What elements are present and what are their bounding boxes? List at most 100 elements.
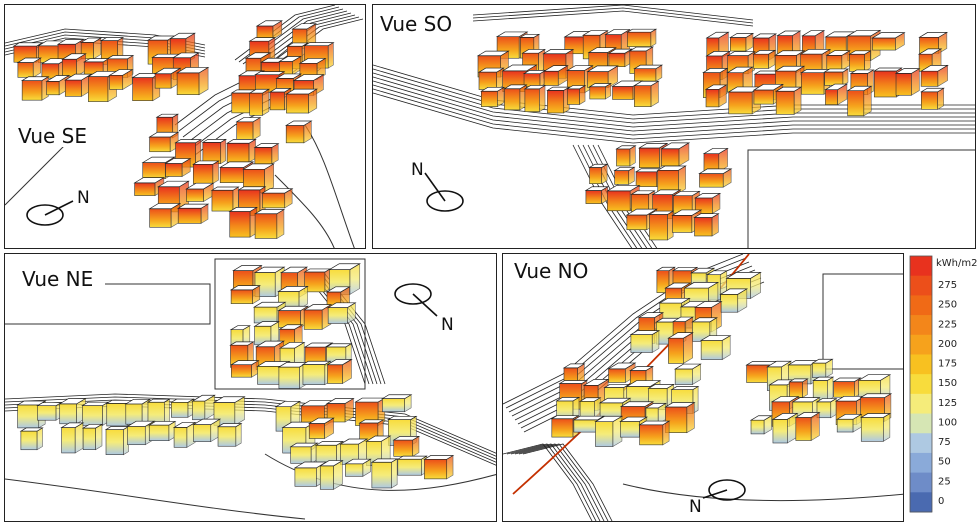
building [825,50,851,71]
terrain-contour [472,10,754,27]
parcel-outline [822,273,903,370]
building [172,421,197,448]
terrain-contour [503,254,744,405]
building [871,32,906,51]
legend-swatch [910,295,932,316]
road-line [5,144,66,206]
terrain-contour [503,443,593,521]
building [719,288,749,313]
building [261,188,294,209]
building [584,186,609,205]
road-line [304,124,355,248]
building [285,88,319,114]
building [228,206,259,238]
building [835,413,863,433]
building [699,335,732,361]
building [594,415,624,448]
road-line [5,283,211,325]
north-arrow-line-icon [412,293,438,317]
north-label: N [441,315,454,335]
building [613,166,636,185]
panel-vue-ne-drawing: N [5,258,496,520]
building [832,377,862,398]
building [20,76,50,101]
building [392,435,421,457]
building [503,84,528,111]
terrain-contour [518,443,609,521]
terrain-contour [258,16,360,73]
panel-vue-ne-label: Vue NE [19,268,97,290]
terrain-contour [373,88,975,140]
building [339,438,369,465]
panel-vue-no-label: Vue NO [511,260,592,282]
building [626,28,658,48]
building [480,86,506,108]
building [192,160,220,185]
legend-tick-label: 0 [938,496,944,507]
building [607,48,633,68]
building [823,68,850,86]
building [894,68,921,96]
building [555,396,581,421]
legend-swatch [910,315,932,336]
building [301,360,332,386]
legend-tick-label: 175 [938,359,957,370]
building [326,358,353,385]
building [729,32,755,52]
building [146,398,171,428]
building [586,65,619,89]
north-label: N [411,160,424,180]
building [303,268,332,293]
building [588,163,609,185]
building [81,423,104,451]
panel-vue-se-drawing: N [5,5,364,248]
building [752,49,777,69]
north-arrow-line-icon [424,172,446,202]
legend-tick-label: 75 [938,437,951,448]
building [16,57,42,78]
legend-unit: kWh/m2 [936,258,978,269]
building [176,203,210,224]
parcel-outline [747,149,975,248]
building [664,401,696,434]
building [578,397,602,421]
panel-vue-so-drawing: N [373,5,975,248]
building [230,360,260,378]
building [307,417,335,440]
building [201,138,228,165]
north-arrow-line-icon [702,489,728,499]
building [523,84,547,113]
building [248,88,271,116]
building [522,69,547,88]
legend-swatch [910,413,932,434]
building [302,304,333,330]
building [648,210,675,241]
terrain-contour [174,34,306,126]
building [396,455,428,476]
building [365,435,392,467]
building [170,398,195,418]
building [289,442,319,464]
building [381,394,413,413]
building [210,186,240,212]
building [326,302,357,325]
building [164,158,192,178]
terrain-contour [373,80,975,132]
terrain-contour [5,393,496,454]
building [318,460,344,490]
building [704,84,728,108]
building [566,85,587,105]
legend-swatch [910,256,932,277]
building [423,455,455,480]
road-line [274,174,335,248]
building [148,202,182,228]
building [216,422,243,447]
terrain-contour [510,443,601,521]
north-arrow-ellipse-icon [426,190,464,212]
building [64,73,93,97]
building [660,142,691,167]
parcel-outline [214,258,366,390]
panel-vue-so: N Vue SO [372,4,976,249]
building [253,208,286,239]
north-label: N [689,497,702,517]
